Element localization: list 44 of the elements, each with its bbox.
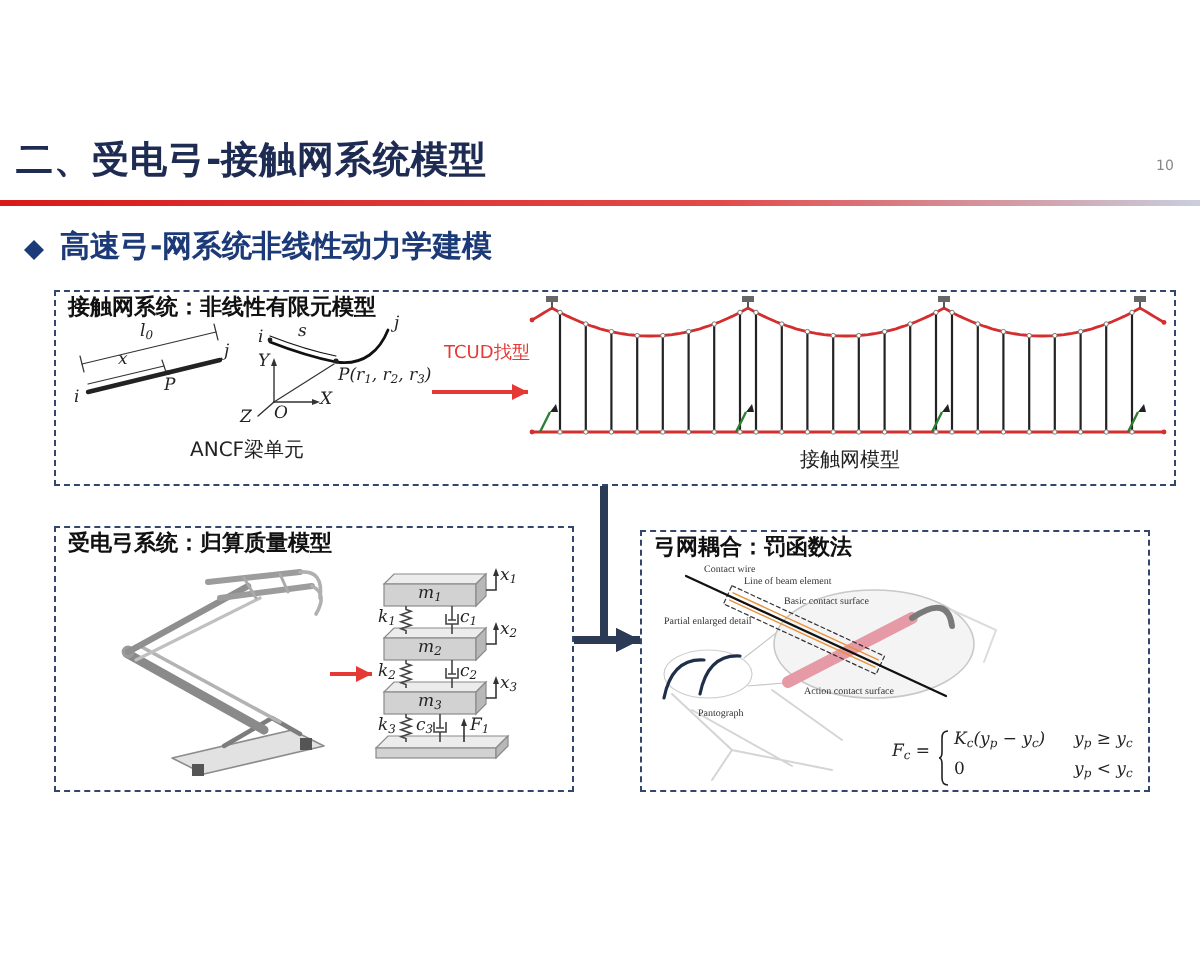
figure-caption: 接触网模型 bbox=[800, 452, 900, 472]
math-symbol: m$_{3}$ bbox=[418, 694, 442, 711]
panel-title: 受电弓系统：归算质量模型 bbox=[68, 532, 332, 557]
math-symbol: P(r$_{1}$, r$_{2}$, r$_{3}$) bbox=[338, 368, 432, 385]
arrow bbox=[330, 666, 372, 682]
math-symbol: c$_{1}$ bbox=[460, 610, 478, 627]
panel-title: 接触网系统：非线性有限元模型 bbox=[68, 296, 376, 321]
math-symbol: m$_{1}$ bbox=[418, 586, 442, 603]
math-symbol: P bbox=[164, 378, 176, 395]
formula-term: K$_{c}$(y$_{p}$ − y$_{c}$) bbox=[954, 732, 1046, 749]
math-symbol: x$_{3}$ bbox=[500, 676, 518, 693]
math-symbol: i bbox=[74, 390, 80, 407]
math-symbol: k$_{2}$ bbox=[378, 664, 396, 681]
dashed-panel bbox=[54, 290, 1176, 486]
math-symbol: Z bbox=[240, 410, 252, 427]
math-symbol: m$_{2}$ bbox=[418, 640, 442, 657]
math-symbol: x bbox=[118, 352, 128, 369]
formula-term: y$_{p}$ < y$_{c}$ bbox=[1074, 762, 1133, 779]
panel-title: 弓网耦合：罚函数法 bbox=[654, 536, 852, 561]
math-symbol: F$_{1}$ bbox=[470, 718, 490, 735]
math-symbol: s bbox=[298, 324, 307, 341]
math-symbol: i bbox=[258, 330, 264, 347]
formula-term: y$_{p}$ ≥ y$_{c}$ bbox=[1074, 732, 1133, 749]
slide-title: 二、受电弓-接触网系统模型 bbox=[16, 144, 488, 181]
dashed-panel bbox=[54, 526, 574, 792]
math-symbol: Y bbox=[258, 354, 270, 371]
math-symbol: j bbox=[394, 316, 400, 333]
arrow bbox=[432, 384, 528, 400]
math-symbol: j bbox=[224, 344, 230, 361]
math-symbol: x$_{1}$ bbox=[500, 568, 518, 585]
section-heading: 高速弓-网系统非线性动力学建模 bbox=[60, 232, 493, 262]
figure-caption: ANCF梁单元 bbox=[190, 442, 305, 462]
math-symbol: k$_{3}$ bbox=[378, 718, 396, 735]
math-symbol: c$_{3}$ bbox=[416, 718, 434, 735]
math-symbol: X bbox=[320, 392, 333, 409]
math-symbol: c$_{2}$ bbox=[460, 664, 478, 681]
math-symbol: O bbox=[274, 406, 288, 423]
math-symbol: l$_{0}$ bbox=[140, 324, 153, 341]
edge-label: TCUD找型 bbox=[442, 346, 532, 364]
formula-term: 0 bbox=[954, 762, 965, 779]
formula-term: F$_{c}$ = bbox=[892, 744, 931, 761]
math-symbol: k$_{1}$ bbox=[378, 610, 396, 627]
arrow bbox=[574, 628, 640, 652]
math-symbol: x$_{2}$ bbox=[500, 622, 518, 639]
